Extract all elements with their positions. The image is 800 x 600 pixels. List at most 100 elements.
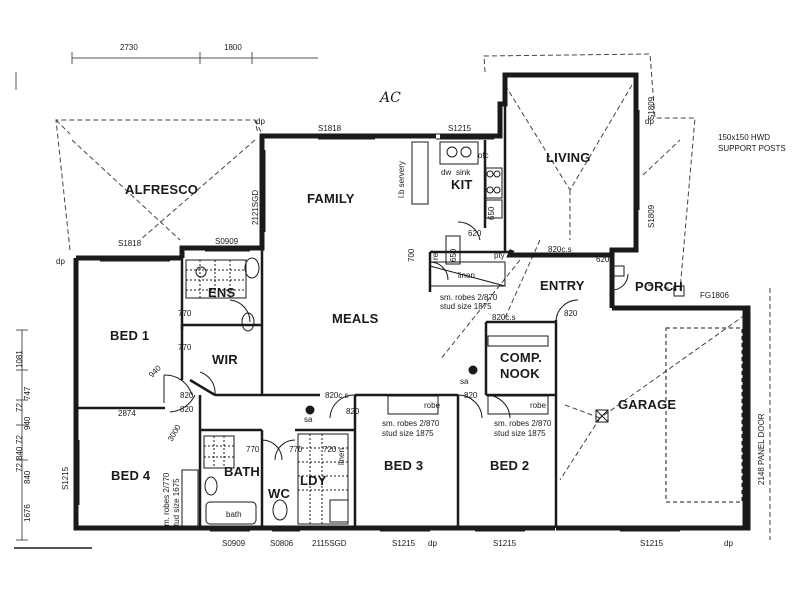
dim-820cs-entry: 820c.s	[548, 245, 572, 254]
note-robes-bed4-2: stud size 1675	[172, 478, 181, 530]
dim-s1215-west: S1215	[61, 466, 70, 490]
dim-fg1806: FG1806	[700, 291, 729, 300]
oven-icon	[485, 199, 503, 219]
desk-icon	[487, 335, 549, 347]
label-linen-kitchen: linen	[458, 271, 475, 280]
room-label-wc: WC	[268, 486, 290, 501]
dim-620-kit: 620	[468, 229, 482, 238]
dim-940: 940	[147, 363, 163, 379]
dim-820-garage: 820	[564, 309, 578, 318]
shower-icon	[203, 435, 235, 469]
dim-770-ldy: 770	[289, 445, 303, 454]
dim-s1818-top: S1818	[318, 124, 342, 133]
room-label-entry: ENTRY	[540, 278, 585, 293]
dim-770-ens: 770	[178, 309, 192, 318]
room-label-bed3: BED 3	[384, 458, 423, 473]
dim-820cs-nook: 820c.s	[492, 313, 516, 322]
room-label-comp: COMP.	[500, 350, 542, 365]
label-dp-5: dp	[724, 539, 733, 548]
room-label-bed4: BED 4	[111, 468, 151, 483]
cooktop-icon	[485, 167, 503, 199]
dim-720: 720	[323, 445, 337, 454]
dim-left-8: 1676	[23, 504, 32, 522]
dim-s0909-ens: S0909	[215, 237, 239, 246]
dim-2121sgd: 2121SGD	[251, 190, 260, 225]
room-label-ens: ENS	[208, 285, 235, 300]
dim-left-0: 1081	[15, 350, 24, 368]
label-sa-hall: sa	[304, 415, 313, 424]
dim-2874: 2874	[118, 409, 136, 418]
label-servery: l.b servery	[397, 161, 406, 198]
room-label-wir: WIR	[212, 352, 238, 367]
note-robes-kitchen-1: sm. robes 2/870	[440, 293, 498, 302]
room-label-porch: PORCH	[635, 279, 683, 294]
smoke-alarm-icon	[468, 365, 478, 375]
garage-door-icon	[665, 327, 743, 503]
dim-left-5: 840	[15, 446, 24, 460]
dim-left-1: 747	[23, 386, 32, 400]
dim-top-mid: 1800	[224, 43, 242, 52]
dim-s1818-alfresco: S1818	[118, 239, 142, 248]
toilet-icon	[272, 499, 288, 521]
room-label-garage: GARAGE	[618, 397, 676, 412]
room-label-living: LIVING	[546, 150, 591, 165]
room-label-ldy: LDY	[300, 473, 327, 488]
note-robes-bed3-2: stud size 1875	[382, 429, 434, 438]
label-linen-laundry: linen	[337, 448, 346, 465]
roof-outline	[55, 53, 771, 540]
room-label-alfresco: ALFRESCO	[125, 182, 198, 197]
dimension-lines	[14, 52, 318, 549]
dim-left-7: 840	[23, 470, 32, 484]
dim-left-3: 940	[23, 416, 32, 430]
dim-770-wir: 770	[178, 343, 192, 352]
dim-s0909-bottom: S0909	[222, 539, 246, 548]
room-label-meals: MEALS	[332, 311, 379, 326]
dim-s1215-bottom-3: S1215	[640, 539, 664, 548]
dim-left-6: 72	[15, 463, 24, 472]
note-robes-kitchen-2: stud size 1875	[440, 302, 492, 311]
label-dp-3: dp	[56, 257, 65, 266]
toilet-icon	[241, 312, 255, 332]
dim-left-2: 72	[15, 403, 24, 412]
dim-820cs-hall: 820c.s	[325, 391, 349, 400]
dim-700: 700	[407, 248, 416, 262]
fixtures	[181, 141, 746, 527]
dim-left-4: 72	[15, 435, 24, 444]
kitchen-island-icon	[411, 141, 429, 205]
bathtub-icon	[205, 501, 257, 525]
shower-icon	[185, 259, 247, 299]
label-ref: ref	[431, 250, 440, 260]
dim-820-bed3: 820	[346, 407, 360, 416]
note-robes-bed3-1: sm. robes 2/870	[382, 419, 440, 428]
note-robes-bed2-1: sm. robes 2/870	[494, 419, 552, 428]
label-dp-4: dp	[428, 539, 437, 548]
fridge-icon	[445, 235, 461, 265]
dim-650-kit: 650	[487, 206, 496, 220]
support-post-icon	[673, 285, 685, 297]
washer-icon	[329, 499, 349, 523]
label-ofc: ofc	[478, 151, 489, 160]
dim-3000: 3000	[166, 423, 183, 443]
room-labels: ALFRESCO FAMILY KIT LIVING ENS BED 1 WIR…	[110, 150, 683, 501]
dim-s1809-a: S1809	[647, 96, 656, 120]
label-pty: pty	[494, 251, 505, 260]
laundry-icon	[297, 433, 349, 525]
label-sa-nook: sa	[460, 377, 469, 386]
handwritten-note: AC	[378, 90, 401, 106]
room-label-bath: BATH	[224, 464, 260, 479]
note-support-posts-2: SUPPORT POSTS	[718, 144, 786, 153]
note-support-posts-1: 150x150 HWD	[718, 133, 770, 142]
interior-walls	[76, 104, 558, 528]
robe-icon	[181, 469, 199, 527]
basin-icon	[204, 476, 218, 496]
dim-820-bed2: 820	[464, 391, 478, 400]
dim-s1215-bottom-2: S1215	[493, 539, 517, 548]
dim-650-pty: 650	[449, 248, 458, 262]
dim-770-bath: 770	[246, 445, 260, 454]
label-dp-1: dp	[256, 117, 265, 126]
smoke-alarm-icon	[305, 405, 315, 415]
dim-s0806: S0806	[270, 539, 294, 548]
label-robe-bed2: robe	[530, 401, 547, 410]
exterior-walls	[73, 72, 751, 531]
label-dp-2: dp	[645, 117, 654, 126]
